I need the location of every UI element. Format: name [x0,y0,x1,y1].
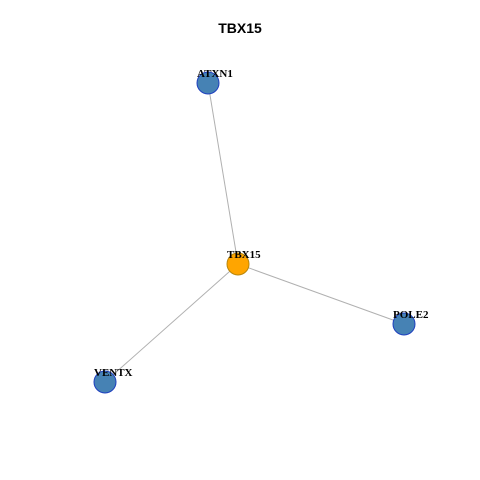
edge-layer [104,82,405,383]
node-ventx: VENTX [93,367,133,394]
node-pole2: POLE2 [392,309,429,336]
node-label-pole2: POLE2 [393,309,429,321]
diagram-title: TBX15 [218,20,262,36]
node-atxn1: ATXN1 [196,68,233,95]
node-circle-ventx [93,370,117,394]
node-label-atxn1: ATXN1 [197,68,233,80]
node-label-tbx15: TBX15 [227,249,261,261]
node-circle-pole2 [392,312,416,336]
node-tbx15: TBX15 [226,249,261,276]
node-circle-tbx15 [226,252,250,276]
node-circle-atxn1 [196,71,220,95]
edge-tbx15-atxn1 [207,82,239,265]
edge-tbx15-ventx [104,263,239,383]
node-label-ventx: VENTX [94,367,133,379]
edge-tbx15-pole2 [237,263,405,325]
